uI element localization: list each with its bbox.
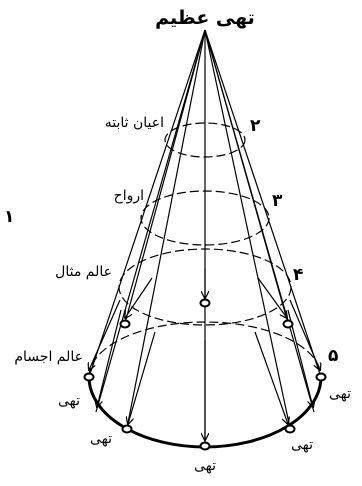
- cone-lines: [88, 29, 322, 446]
- diagram-title: تهی عظیم: [155, 7, 255, 29]
- cone-edge-right: [204, 29, 322, 378]
- node: [121, 424, 133, 434]
- node: [119, 319, 131, 329]
- arrow: [257, 277, 287, 318]
- arrow: [289, 299, 320, 370]
- arrow: [97, 309, 122, 407]
- node: [83, 372, 95, 382]
- arrow: [254, 331, 288, 424]
- arrow: [89, 299, 121, 370]
- node: [315, 372, 327, 382]
- node: [199, 441, 211, 451]
- nodes: [83, 298, 327, 451]
- level-number-5: ۵: [328, 346, 338, 366]
- void-label: تهی: [329, 386, 351, 402]
- cone-line-front-left: [126, 29, 206, 429]
- arrow: [128, 331, 156, 424]
- level-label-2: اعیان ثابته: [105, 115, 164, 131]
- cone-line-mid-right: [204, 29, 315, 413]
- node: [284, 424, 296, 434]
- arrows: [89, 268, 320, 440]
- level-label-4: عالم مثال: [55, 264, 112, 280]
- void-label: تهی: [58, 393, 80, 409]
- level-label-3: ارواح: [114, 188, 144, 204]
- void-label: تهی: [194, 458, 216, 474]
- void-label: تهی: [291, 437, 313, 453]
- level-number-4: ۴: [293, 265, 303, 285]
- void-label: تهی: [90, 431, 112, 447]
- level-label-5: عالم اجسام: [14, 349, 83, 365]
- side-mark: ۱: [4, 207, 14, 227]
- cone-edge-left: [88, 29, 206, 378]
- cone-line-mid-left: [95, 29, 206, 413]
- level-number-2: ۲: [250, 116, 261, 136]
- arrow: [125, 277, 153, 318]
- node: [199, 298, 211, 308]
- cone-line-front-right: [204, 29, 291, 429]
- node: [282, 319, 294, 329]
- level-number-3: ۳: [272, 191, 283, 211]
